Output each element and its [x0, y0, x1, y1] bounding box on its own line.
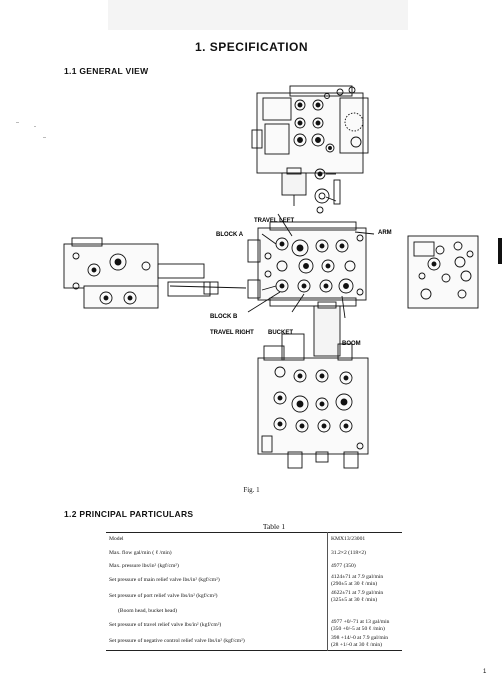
label-arm: ARM — [378, 230, 392, 236]
table-row: Max. flow gal/min ( ℓ /min) 31.2×2 (118×… — [106, 546, 402, 561]
value-cell: 31.2×2 (118×2) — [327, 546, 402, 561]
page-number: 1 — [483, 669, 487, 675]
figure-caption: Fig. 1 — [243, 486, 260, 494]
principal-particulars-table: Model KMX13/23001 Max. flow gal/min ( ℓ … — [106, 532, 402, 651]
section-heading-principal-particulars: 1.2 PRINCIPAL PARTICULARS — [64, 509, 194, 519]
right-side-view-drawing — [407, 235, 479, 309]
label-travel-right: TRAVEL RIGHT — [210, 330, 254, 336]
top-view-drawing — [251, 85, 369, 214]
scan-speck — [43, 137, 46, 138]
param-cell: Set pressure of port relief valve lbs/in… — [109, 593, 218, 600]
param-cell: Set pressure of travel relief valve lbs/… — [109, 622, 222, 629]
page-title: 1. SPECIFICATION — [194, 40, 309, 54]
table-row: Max. pressure lbs/in² (kgf/cm²) 4977 (35… — [106, 560, 402, 573]
scan-speck — [34, 126, 36, 127]
label-block-b: BLOCK B — [210, 314, 238, 320]
value-cell: 4124±71 at 7.9 gal/min (290±5 at 30 ℓ /m… — [327, 572, 402, 589]
value-cell — [327, 604, 402, 618]
label-block-a: BLOCK A — [216, 232, 244, 238]
label-boom: BOOM — [342, 341, 361, 347]
param-cell: Set pressure of negative control relief … — [109, 638, 245, 645]
param-cell: Max. flow gal/min ( ℓ /min) — [109, 550, 172, 557]
scan-speck — [16, 122, 19, 123]
table-row: Set pressure of port relief valve lbs/in… — [106, 588, 402, 605]
scan-header-band — [108, 0, 408, 30]
bottom-view-drawing — [257, 301, 369, 469]
table-caption: Table 1 — [262, 522, 286, 531]
table-row: Set pressure of travel relief valve lbs/… — [106, 617, 402, 634]
value-cell: 4622±71 at 7.9 gal/min (325±5 at 30 ℓ /m… — [327, 588, 402, 605]
front-view-drawing — [247, 213, 375, 319]
table-row: Set pressure of main relief valve lbs/in… — [106, 572, 402, 589]
table-row: (Boom head, bucket head) — [106, 604, 402, 618]
value-cell: 398 +14/-0 at 7.9 gal/min (28 +1/-0 at 3… — [327, 633, 402, 651]
table-row: Model KMX13/23001 — [106, 532, 402, 547]
param-cell: (Boom head, bucket head) — [118, 607, 178, 614]
section-heading-general-view: 1.1 GENERAL VIEW — [64, 66, 149, 76]
label-travel-left: TRAVEL LEFT — [254, 218, 294, 224]
value-cell: 4977 (350) — [327, 560, 402, 573]
param-cell: Max. pressure lbs/in² (kgf/cm²) — [109, 563, 179, 570]
param-cell: Model — [109, 536, 124, 543]
label-bucket: BUCKET — [268, 330, 293, 336]
param-cell: Set pressure of main relief valve lbs/in… — [109, 577, 220, 584]
page-edge-tab — [498, 238, 502, 264]
value-cell: KMX13/23001 — [327, 532, 402, 547]
table-row: Set pressure of negative control relief … — [106, 633, 402, 651]
left-side-view-drawing — [63, 237, 247, 309]
value-cell: 4977 +0/-71 at 13 gal/min (350 +0/-5 at … — [327, 617, 402, 634]
